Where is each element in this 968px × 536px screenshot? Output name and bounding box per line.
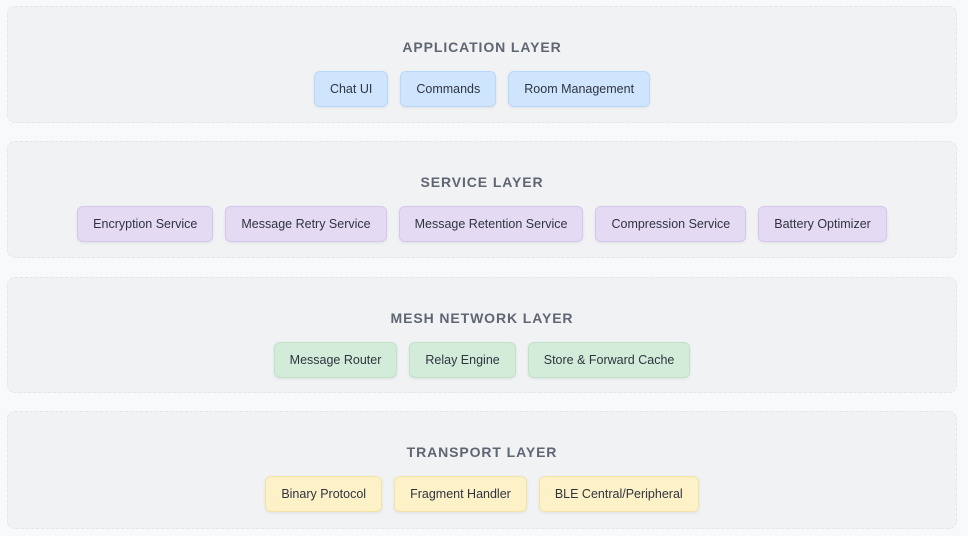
layer-title: APPLICATION LAYER	[402, 39, 562, 55]
component-binary-protocol: Binary Protocol	[265, 476, 383, 512]
transport-layer: TRANSPORT LAYER Binary Protocol Fragment…	[7, 411, 957, 529]
component-list: Message Router Relay Engine Store & Forw…	[8, 342, 956, 378]
component-fragment-handler: Fragment Handler	[394, 476, 527, 512]
component-list: Binary Protocol Fragment Handler BLE Cen…	[8, 476, 956, 512]
component-store-forward-cache: Store & Forward Cache	[527, 342, 691, 378]
component-commands: Commands	[400, 71, 497, 107]
component-list: Encryption Service Message Retry Service…	[8, 206, 956, 242]
component-message-retry-service: Message Retry Service	[225, 206, 387, 242]
service-layer: SERVICE LAYER Encryption Service Message…	[7, 141, 957, 258]
mesh-network-layer: MESH NETWORK LAYER Message Router Relay …	[7, 277, 957, 393]
component-message-router: Message Router	[273, 342, 398, 378]
component-compression-service: Compression Service	[595, 206, 747, 242]
component-relay-engine: Relay Engine	[409, 342, 516, 378]
layer-title: SERVICE LAYER	[420, 174, 544, 190]
component-battery-optimizer: Battery Optimizer	[758, 206, 887, 242]
component-list: Chat UI Commands Room Management	[8, 71, 956, 107]
component-encryption-service: Encryption Service	[77, 206, 214, 242]
layer-title: MESH NETWORK LAYER	[390, 310, 574, 326]
component-room-management: Room Management	[508, 71, 651, 107]
application-layer: APPLICATION LAYER Chat UI Commands Room …	[7, 6, 957, 123]
component-chat-ui: Chat UI	[313, 71, 389, 107]
layer-title: TRANSPORT LAYER	[406, 444, 558, 460]
component-ble-central-peripheral: BLE Central/Peripheral	[538, 476, 699, 512]
component-message-retention-service: Message Retention Service	[398, 206, 584, 242]
